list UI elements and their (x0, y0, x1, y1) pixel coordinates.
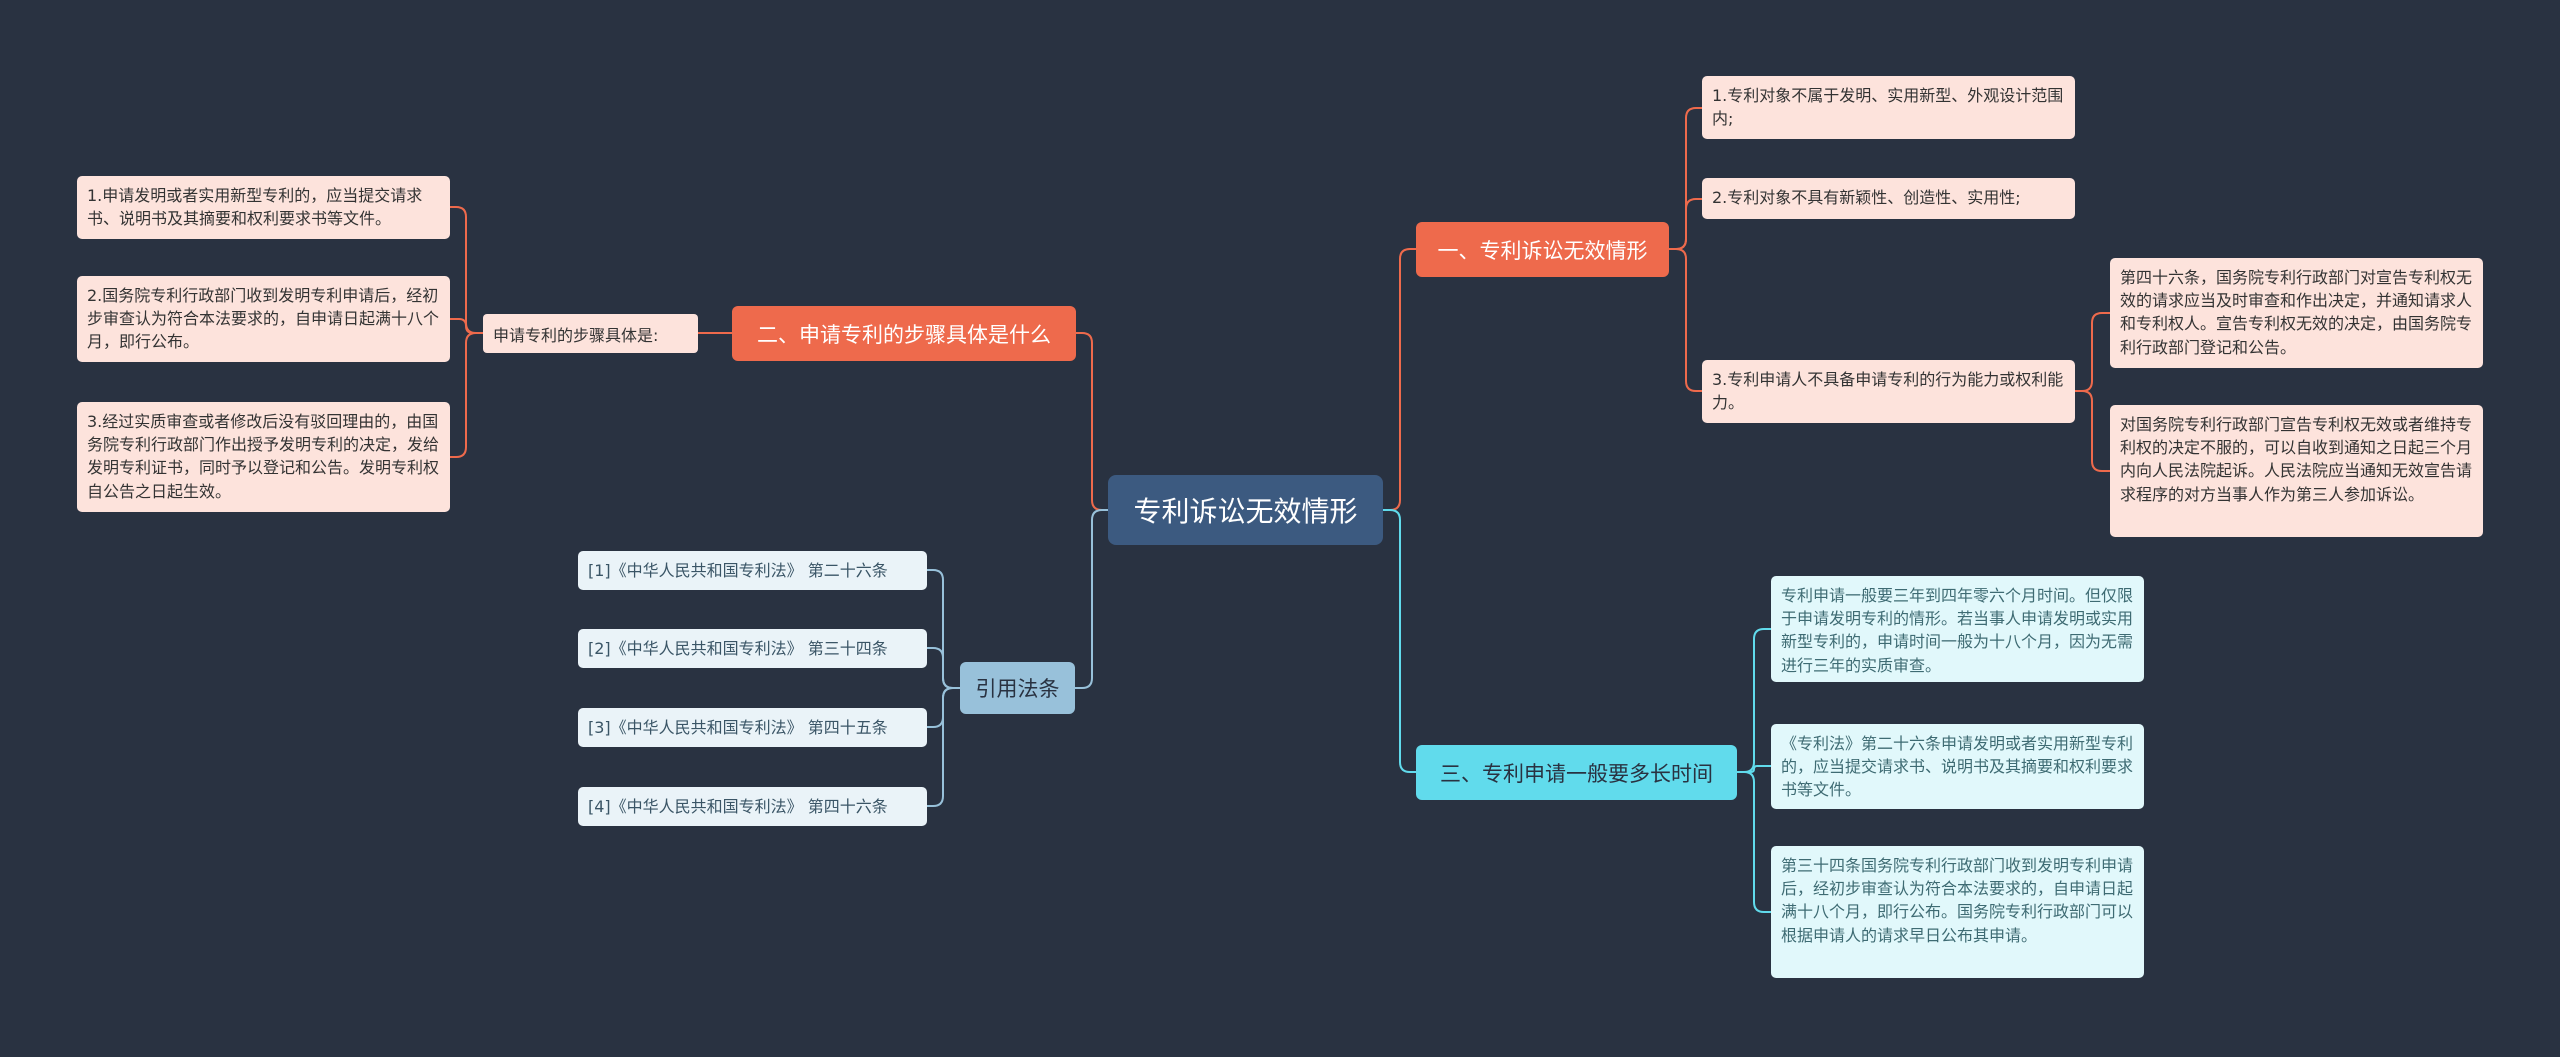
citation-4[interactable]: [4]《中华人民共和国专利法》 第四十六条 (578, 787, 927, 826)
link-b3-item2 (1737, 765, 1771, 773)
link-root-branch4 (1075, 509, 1108, 689)
duration-note-3[interactable]: 第三十四条国务院专利行政部门收到发明专利申请后，经初步审查认为符合本法要求的，自… (1771, 846, 2144, 978)
step-1[interactable]: 1.申请发明或者实用新型专利的，应当提交请求书、说明书及其摘要和权利要求书等文件… (77, 176, 450, 239)
link-b2-step2 (450, 318, 483, 334)
duration-note-1[interactable]: 专利申请一般要三年到四年零六个月时间。但仅限于申请发明专利的情形。若当事人申请发… (1771, 576, 2144, 682)
link-root-branch1 (1383, 248, 1416, 511)
link-b2-step3 (450, 332, 483, 458)
citation-3[interactable]: [3]《中华人民共和国专利法》 第四十五条 (578, 708, 927, 747)
link-root-branch2 (1076, 332, 1108, 511)
link-b3-item1 (1737, 628, 1771, 773)
step-3[interactable]: 3.经过实质审查或者修改后没有驳回理由的，由国务院专利行政部门作出授予发明专利的… (77, 402, 450, 512)
article-46-note-2[interactable]: 对国务院专利行政部门宣告专利权无效或者维持专利权的决定不服的，可以自收到通知之日… (2110, 405, 2483, 537)
link-b4-cite2 (927, 647, 960, 689)
link-b1-item3 (1669, 248, 1702, 392)
invalid-case-3[interactable]: 3.专利申请人不具备申请专利的行为能力或权利能力。 (1702, 360, 2075, 423)
branch-invalid-cases[interactable]: 一、专利诉讼无效情形 (1416, 222, 1669, 277)
branch-application-duration[interactable]: 三、专利申请一般要多长时间 (1416, 745, 1737, 800)
invalid-case-2[interactable]: 2.专利对象不具有新颖性、创造性、实用性; (1702, 178, 2075, 219)
link-b1-item2 (1669, 198, 1702, 250)
duration-note-2[interactable]: 《专利法》第二十六条申请发明或者实用新型专利的，应当提交请求书、说明书及其摘要和… (1771, 724, 2144, 809)
link-root-branch3 (1383, 509, 1416, 773)
root-topic[interactable]: 专利诉讼无效情形 (1108, 475, 1383, 545)
invalid-case-1[interactable]: 1.专利对象不属于发明、实用新型、外观设计范围内; (1702, 76, 2075, 139)
branch-cited-laws[interactable]: 引用法条 (960, 662, 1075, 714)
link-b4-cite4 (927, 687, 960, 807)
branch-application-steps[interactable]: 二、申请专利的步骤具体是什么 (732, 306, 1076, 361)
article-46-note-1[interactable]: 第四十六条，国务院专利行政部门对宣告专利权无效的请求应当及时审查和作出决定，并通… (2110, 258, 2483, 368)
link-b3-item3 (1737, 771, 1771, 913)
citation-1[interactable]: [1]《中华人民共和国专利法》 第二十六条 (578, 551, 927, 590)
step-2[interactable]: 2.国务院专利行政部门收到发明专利申请后，经初步审查认为符合本法要求的，自申请日… (77, 276, 450, 362)
steps-heading[interactable]: 申请专利的步骤具体是: (483, 314, 698, 353)
link-b1-sub1 (2075, 312, 2110, 392)
citation-2[interactable]: [2]《中华人民共和国专利法》 第三十四条 (578, 629, 927, 668)
link-b1-sub2 (2075, 390, 2110, 472)
link-b2-step1 (450, 206, 483, 334)
